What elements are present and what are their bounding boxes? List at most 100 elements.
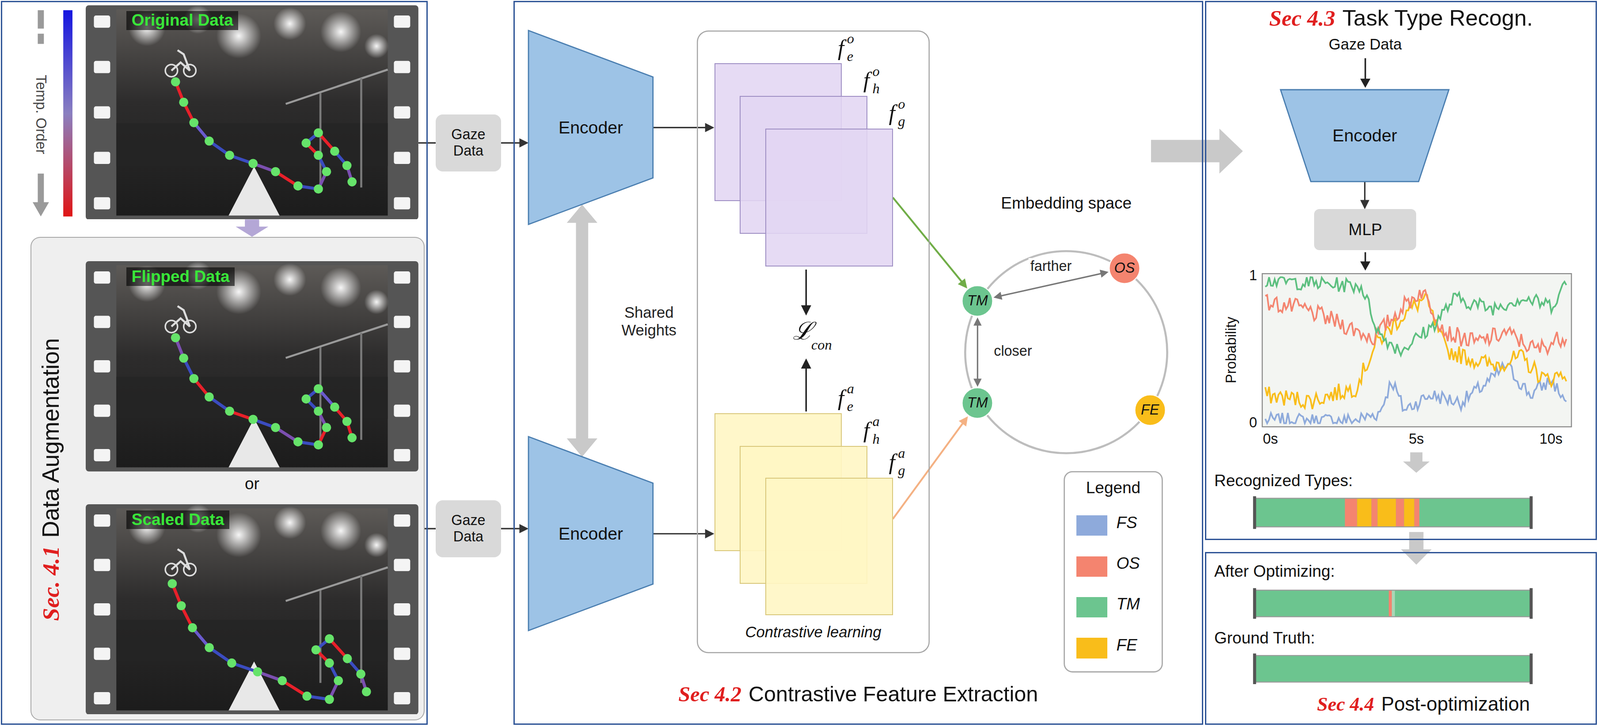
stage-light bbox=[320, 510, 362, 552]
gaze-point bbox=[293, 437, 303, 447]
flow-arrow bbox=[1151, 128, 1243, 174]
rider bbox=[171, 49, 191, 71]
sprocket-hole bbox=[393, 691, 411, 705]
sprocket-hole bbox=[393, 558, 411, 571]
panel: EncoderEncoderfeofhofgofeafhafgaContrast… bbox=[513, 0, 1204, 725]
bar-cap bbox=[1253, 653, 1257, 685]
type-segment bbox=[1371, 497, 1378, 527]
feature-subscript: h bbox=[872, 430, 880, 448]
rider bbox=[171, 548, 191, 570]
video-frame: Flipped Data bbox=[85, 261, 419, 472]
film-frame bbox=[85, 5, 419, 220]
section-number: Sec 4.3 bbox=[1269, 5, 1336, 31]
stage-light bbox=[364, 33, 389, 58]
circle-outline bbox=[965, 250, 1168, 453]
sprocket-hole bbox=[93, 514, 111, 527]
encoder-shape bbox=[528, 30, 654, 225]
gaze-point bbox=[313, 184, 324, 194]
bar-title: After Optimizing: bbox=[1214, 562, 1335, 581]
tick-label: 0 bbox=[1249, 414, 1258, 431]
rider bbox=[171, 306, 191, 327]
gaze-point bbox=[313, 383, 324, 394]
ramp bbox=[319, 92, 322, 187]
connector bbox=[424, 528, 436, 529]
gaze-point bbox=[171, 76, 181, 87]
crowd bbox=[116, 376, 388, 419]
connector bbox=[501, 138, 529, 148]
connector-line bbox=[501, 142, 521, 144]
encoder-shape bbox=[1280, 89, 1449, 182]
sprocket-hole bbox=[393, 60, 411, 73]
connector bbox=[235, 219, 269, 237]
ramp bbox=[285, 324, 388, 358]
connector-line bbox=[653, 126, 707, 129]
gaze-point bbox=[330, 146, 340, 156]
feature-symbol: f bbox=[888, 99, 895, 126]
gaze-point bbox=[187, 623, 198, 633]
edge-label: farther bbox=[1028, 258, 1074, 275]
text-row: Sec. 4.1Data Augmentation bbox=[37, 338, 65, 621]
box-label: Gaze Data bbox=[451, 126, 486, 160]
legend-box bbox=[1064, 471, 1163, 672]
gaze-point bbox=[204, 642, 214, 653]
tick-label: 0s bbox=[1262, 430, 1278, 448]
gaze-point bbox=[347, 433, 357, 443]
connector-line bbox=[501, 528, 521, 530]
tick-label: 5s bbox=[1408, 430, 1424, 448]
ramp bbox=[360, 77, 363, 187]
gaze-point bbox=[301, 138, 311, 148]
gaze-point bbox=[252, 667, 263, 677]
ramp bbox=[285, 566, 388, 601]
box-label: MLP bbox=[1348, 220, 1383, 239]
gaze-point bbox=[342, 160, 352, 171]
type-bar bbox=[1254, 497, 1531, 527]
feature-symbol: f bbox=[863, 67, 870, 93]
arrowhead bbox=[973, 317, 982, 326]
loss-arrow bbox=[805, 367, 807, 412]
feature-map: fga bbox=[765, 477, 894, 616]
video-frame: Original Data bbox=[85, 5, 419, 220]
feature-symbol: f bbox=[863, 417, 870, 443]
input-arrow bbox=[1360, 78, 1371, 88]
feature-subscript: g bbox=[897, 113, 905, 130]
order-arrow bbox=[32, 201, 50, 217]
feature-symbol: f bbox=[888, 448, 895, 475]
connector bbox=[973, 317, 982, 387]
chart-frame bbox=[1262, 273, 1572, 427]
class-point: OS bbox=[1108, 251, 1141, 285]
tent bbox=[228, 661, 280, 711]
connector bbox=[653, 528, 715, 539]
gaze-point bbox=[270, 167, 281, 177]
stage-light bbox=[273, 505, 307, 539]
circle-shape bbox=[964, 250, 1169, 455]
output-arrow bbox=[1364, 252, 1366, 263]
stage-light bbox=[364, 289, 389, 315]
feature-superscript: o bbox=[847, 30, 855, 47]
type-segment bbox=[1377, 497, 1397, 527]
section-number: Sec. 4.1 bbox=[37, 546, 65, 622]
gaze-point bbox=[356, 669, 366, 679]
sprocket-hole bbox=[93, 106, 111, 119]
circle-outline bbox=[962, 285, 993, 317]
legend-swatch bbox=[1076, 596, 1107, 618]
sprocket-hole bbox=[393, 514, 411, 527]
arrowhead bbox=[705, 528, 715, 539]
sprocket-hole bbox=[93, 647, 111, 660]
gaze-point bbox=[189, 373, 199, 384]
bar-cap bbox=[1529, 588, 1533, 619]
legend-title: Legend bbox=[1086, 478, 1141, 498]
legend-swatch bbox=[1076, 515, 1107, 536]
gaze-point bbox=[302, 691, 312, 701]
film-frame bbox=[85, 504, 419, 715]
sprocket-hole bbox=[393, 315, 411, 329]
legend-swatch bbox=[1076, 637, 1107, 658]
flow-arrow bbox=[1402, 452, 1430, 473]
point-label: OS bbox=[1113, 260, 1135, 277]
box-label: Encoder bbox=[558, 523, 624, 544]
box-label: Encoder bbox=[1332, 125, 1398, 146]
gaze-point bbox=[204, 392, 214, 402]
sprocket-hole bbox=[393, 603, 411, 616]
gaze-point bbox=[324, 658, 335, 668]
type-bar-border bbox=[1254, 655, 1531, 682]
